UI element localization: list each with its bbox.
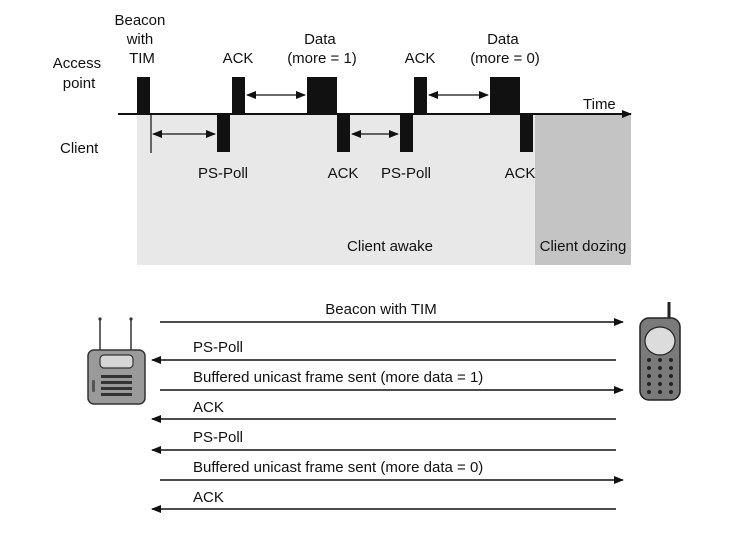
beacon-frame xyxy=(137,77,150,114)
msg-label-ack-1: ACK xyxy=(193,399,224,416)
time-label: Time xyxy=(583,96,616,113)
ap-ack-label-1: ACK xyxy=(223,50,254,67)
msg-label-pspoll-1: PS-Poll xyxy=(193,339,243,356)
client-awake-label: Client awake xyxy=(347,238,433,255)
ps-poll-label-2: PS-Poll xyxy=(381,165,431,182)
data-frame-more-0 xyxy=(490,77,520,114)
msg-label-beacon: Beacon with TIM xyxy=(325,301,436,318)
ap-ack-frame-2 xyxy=(414,77,427,114)
ap-ack-label-2: ACK xyxy=(405,50,436,67)
data-more-0-label: Data (more = 0) xyxy=(470,31,540,67)
client-ack-label-2: ACK xyxy=(505,165,536,182)
ap-ack-frame-1 xyxy=(232,77,245,114)
data-more-1-label: Data (more = 1) xyxy=(287,31,357,67)
beacon-label: Beacon with TIM xyxy=(114,12,169,67)
client-row-label: Client xyxy=(60,140,99,157)
msg-label-data-more-1: Buffered unicast frame sent (more data =… xyxy=(193,369,483,386)
client-dozing-label: Client dozing xyxy=(540,238,627,255)
client-ack-frame-1 xyxy=(337,114,350,152)
data-frame-more-1 xyxy=(307,77,337,114)
ps-poll-label-1: PS-Poll xyxy=(198,165,248,182)
client-ack-label-1: ACK xyxy=(328,165,359,182)
msg-label-ack-2: ACK xyxy=(193,489,224,506)
client-dozing-region xyxy=(535,114,631,265)
client-ack-frame-2 xyxy=(520,114,533,152)
access-point-label: Access point xyxy=(53,55,106,92)
msg-label-pspoll-2: PS-Poll xyxy=(193,429,243,446)
msg-label-data-more-0: Buffered unicast frame sent (more data =… xyxy=(193,459,483,476)
ps-poll-frame-2 xyxy=(400,114,413,152)
access-point-icon xyxy=(87,317,146,405)
client-awake-region xyxy=(137,114,535,265)
ps-poll-frame-1 xyxy=(217,114,230,152)
client-phone-icon xyxy=(639,302,681,401)
